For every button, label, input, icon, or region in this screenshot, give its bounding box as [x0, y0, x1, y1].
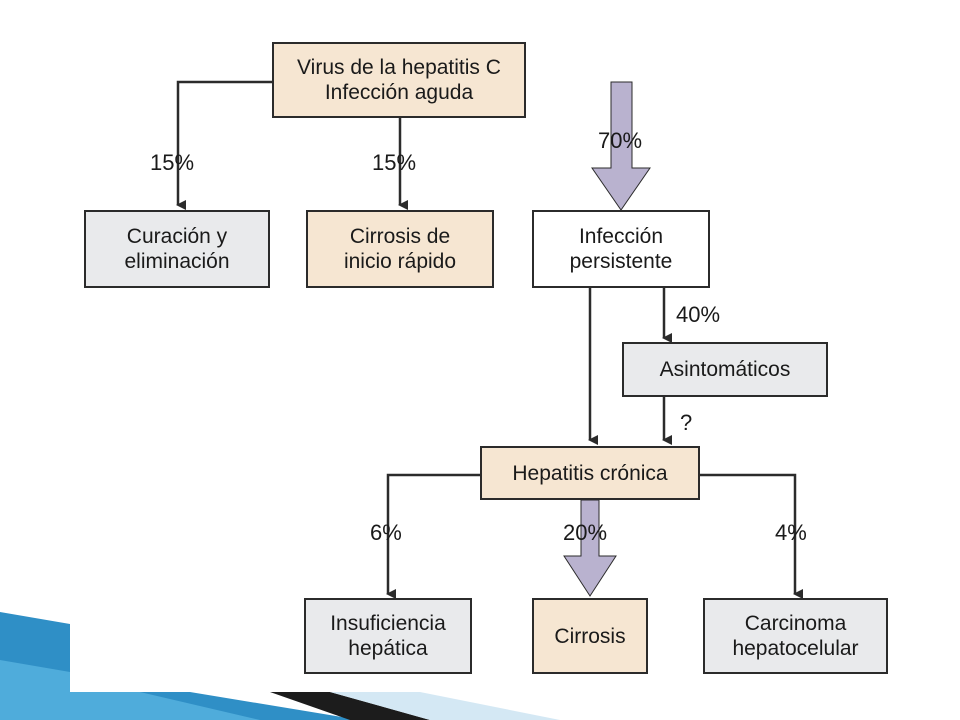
node-rapid-cirrhosis-line2: inicio rápido: [343, 250, 457, 273]
node-liver-failure-line2: hepática: [348, 637, 428, 660]
big-arrow-persistent: [591, 81, 651, 211]
edge-chronic-carcinoma: [700, 473, 803, 599]
edge-label-asymptomatic: 40%: [676, 302, 721, 327]
edge-label-persistent: 70%: [598, 128, 643, 153]
node-cure-line2: eliminación: [124, 250, 230, 273]
node-chronic-hepatitis: Hepatitis crónica: [480, 446, 700, 500]
edge-label-unknown: ?: [680, 410, 693, 435]
node-persistent-infection-line2: persistente: [569, 250, 673, 273]
edge-label-carcinoma: 4%: [775, 520, 807, 545]
node-carcinoma-line1: Carcinoma: [744, 612, 847, 635]
node-acute-infection-line1: Virus de la hepatitis C: [297, 56, 501, 79]
node-liver-failure-line1: Insuficiencia: [330, 612, 446, 635]
edge-label-cirrhosis: 20%: [563, 520, 608, 545]
node-asymptomatic: Asintomáticos: [622, 342, 828, 397]
edge-chronic-failure: [386, 473, 480, 599]
blue-swoosh-light: [0, 660, 260, 720]
pale-swoosh: [330, 692, 560, 720]
edge-label-cure: 15%: [150, 150, 195, 175]
node-cirrhosis: Cirrosis: [532, 598, 648, 674]
dark-swoosh: [270, 692, 430, 720]
node-acute-infection-line2: Infección aguda: [324, 81, 474, 104]
node-cure-line1: Curación y: [126, 225, 228, 248]
edge-label-failure: 6%: [370, 520, 402, 545]
node-cirrhosis-label: Cirrosis: [554, 624, 626, 648]
big-arrow-cirrhosis: [563, 499, 617, 597]
node-asymptomatic-label: Asintomáticos: [659, 358, 791, 381]
edge-root-cure: [176, 80, 272, 210]
node-rapid-cirrhosis-line1: Cirrosis de: [349, 225, 451, 248]
edge-label-rapid: 15%: [372, 150, 417, 175]
node-carcinoma-line2: hepatocelular: [732, 637, 859, 660]
node-chronic-hepatitis-label: Hepatitis crónica: [512, 461, 668, 485]
node-persistent-infection-line1: Infección: [578, 225, 664, 248]
